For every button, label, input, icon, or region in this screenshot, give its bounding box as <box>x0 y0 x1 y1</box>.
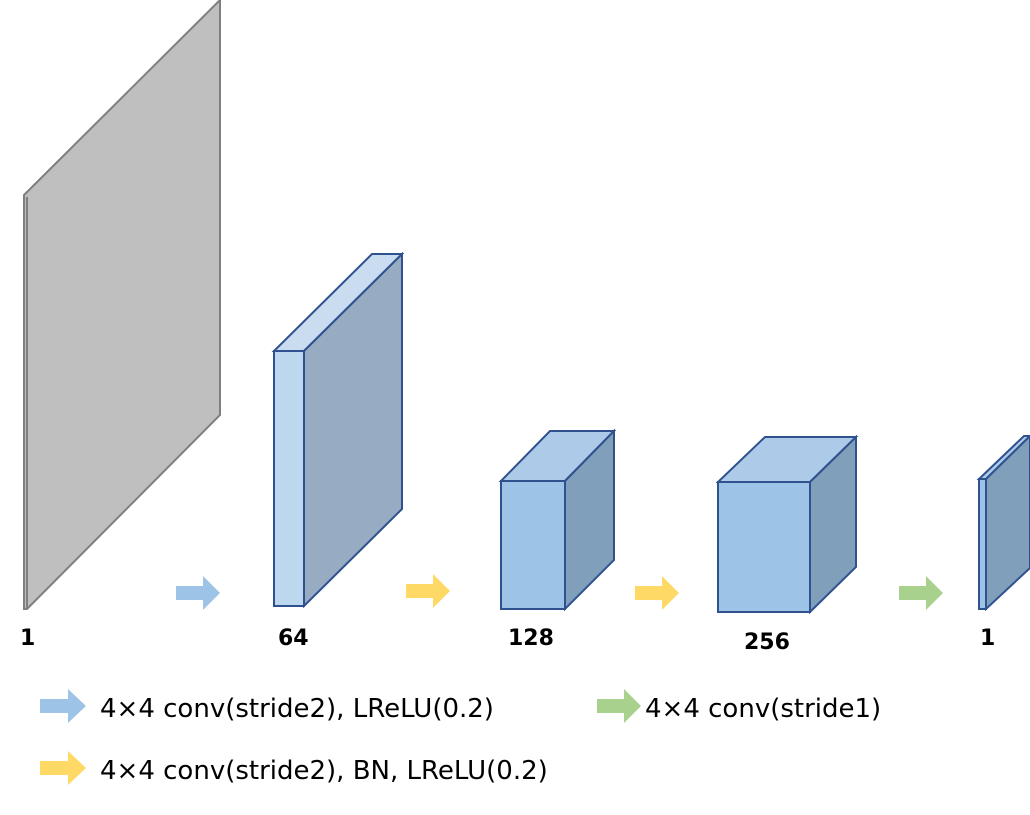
input-plate <box>23 0 221 610</box>
arrow-yellow-icon <box>635 576 679 610</box>
arrow-blue-icon <box>176 576 220 610</box>
legend-text: 4×4 conv(stride2), BN, LReLU(0.2) <box>100 756 548 786</box>
layer-label: 1 <box>980 626 995 651</box>
block-output <box>976 434 1030 612</box>
layer-label: 64 <box>278 626 309 651</box>
layer-label: 256 <box>744 630 790 655</box>
legend-text: 4×4 conv(stride2), LReLU(0.2) <box>100 694 494 724</box>
legend-arrow-green-icon <box>597 689 641 723</box>
legend-arrow-yellow-icon <box>40 751 86 785</box>
block-128 <box>498 428 617 612</box>
block-64 <box>271 251 405 609</box>
legend-arrow-blue-icon <box>40 689 86 723</box>
block-256 <box>715 434 859 615</box>
layer-label: 128 <box>508 626 554 651</box>
layer-label: 1 <box>20 626 35 651</box>
legend-text: 4×4 conv(stride1) <box>645 694 881 724</box>
legend: 4×4 conv(stride2), LReLU(0.2) 4×4 conv(s… <box>40 689 881 786</box>
arrow-yellow-icon <box>406 574 450 608</box>
arrow-green-icon <box>899 576 943 610</box>
